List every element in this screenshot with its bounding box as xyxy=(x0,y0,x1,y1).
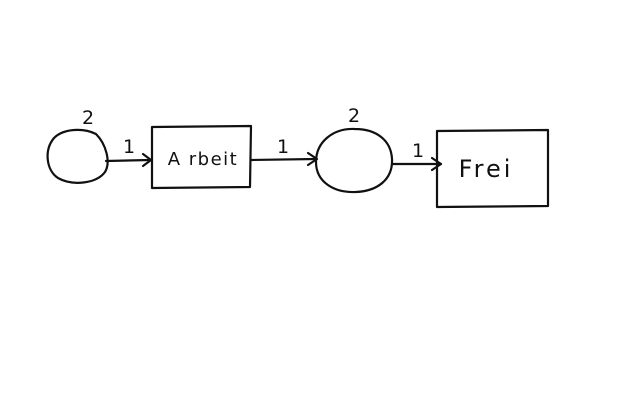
place-1-circle xyxy=(46,128,109,184)
place-2: 2 xyxy=(314,105,394,194)
transition-frei-label: Frei xyxy=(459,155,514,183)
place-1: 2 xyxy=(46,107,109,184)
transition-arbeit: A rbeit xyxy=(150,124,253,190)
arc-2-line xyxy=(249,157,318,162)
transition-arbeit-box xyxy=(150,124,253,190)
place-1-token-count: 2 xyxy=(82,107,94,129)
arc-3-arrowhead xyxy=(430,156,443,172)
arc-1: 1 xyxy=(104,136,153,168)
transition-frei: Frei xyxy=(435,128,550,209)
arc-2-weight: 1 xyxy=(277,136,289,158)
place-2-token-count: 2 xyxy=(348,105,360,127)
arc-3-weight: 1 xyxy=(412,140,424,162)
place-2-circle xyxy=(314,127,394,194)
arc-3: 1 xyxy=(390,140,443,172)
arc-2: 1 xyxy=(249,136,319,167)
arc-1-weight: 1 xyxy=(123,136,135,158)
arc-1-line xyxy=(104,158,152,163)
transition-frei-box xyxy=(435,128,550,209)
transition-arbeit-label: A rbeit xyxy=(168,149,239,170)
